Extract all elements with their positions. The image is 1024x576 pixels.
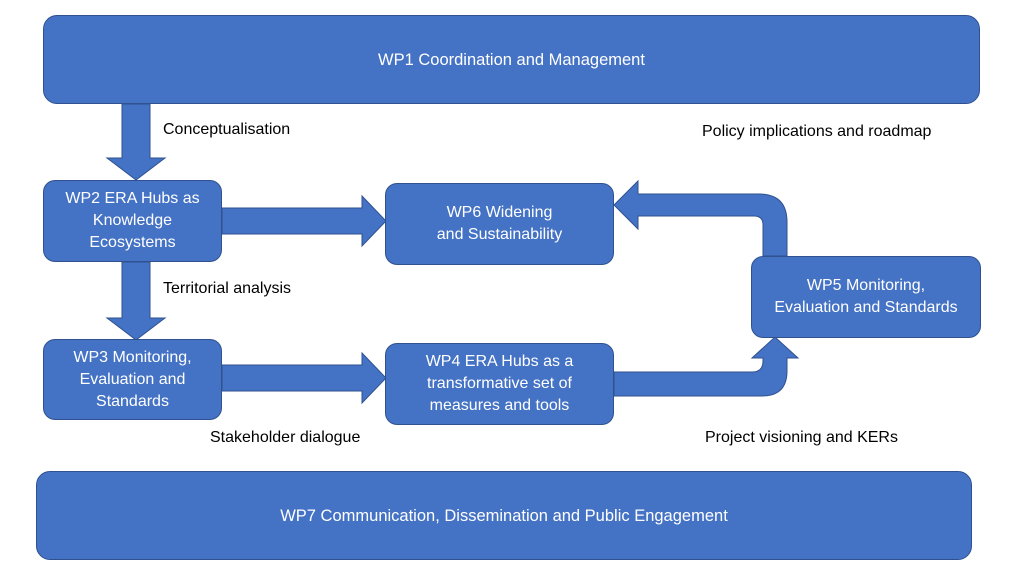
wp3-box: WP3 Monitoring, Evaluation and Standards: [43, 339, 222, 420]
arrow-wp1-to-wp2: [105, 103, 167, 181]
wp2-box: WP2 ERA Hubs as Knowledge Ecosystems: [43, 180, 222, 262]
label-conceptualisation: Conceptualisation: [163, 121, 291, 138]
wp6-box: WP6 Widening and Sustainability: [385, 183, 614, 265]
label-stakeholder-dialogue: Stakeholder dialogue: [210, 429, 361, 446]
label-policy-implications: Policy implications and roadmap: [702, 123, 932, 140]
arrow-wp3-to-wp4: [221, 351, 387, 405]
arrow-wp2-to-wp3: [105, 261, 167, 341]
wp7-box: WP7 Communication, Dissemination and Pub…: [36, 471, 972, 560]
label-territorial-analysis: Territorial analysis: [163, 280, 292, 297]
wp1-box: WP1 Coordination and Management: [43, 15, 980, 104]
wp4-box: WP4 ERA Hubs as a transformative set of …: [385, 343, 614, 425]
arrow-wp2-to-wp6: [221, 194, 387, 248]
arrow-wp5-to-wp6: [613, 179, 788, 257]
wp5-box: WP5 Monitoring, Evaluation and Standards: [751, 256, 981, 338]
arrow-wp4-to-wp5: [613, 336, 800, 397]
label-project-visioning: Project visioning and KERs: [705, 429, 898, 446]
